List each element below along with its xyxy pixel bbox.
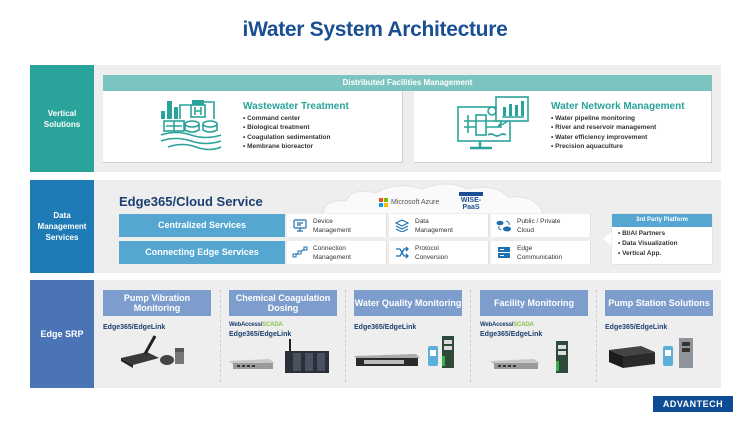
software-label: Edge365/EdgeLink xyxy=(103,324,166,331)
edge-computer-and-io-module-icon xyxy=(229,339,329,373)
cell-line: Communication xyxy=(517,253,563,261)
list-item: • Membrane bioreactor xyxy=(243,142,314,150)
wise-paas-label: WISE-PaaS xyxy=(460,197,482,211)
water-network-title: Water Network Management xyxy=(551,101,685,112)
third-party-platform-title: 3rd Party Platform xyxy=(612,214,712,227)
cell-line: Management xyxy=(415,226,453,234)
azure-label: Microsoft Azure xyxy=(391,199,440,206)
scada-text: SCADA xyxy=(262,322,283,328)
cell-line: Cloud xyxy=(517,226,534,234)
edge-column-water-quality: Water Quality Monitoring Edge365/EdgeLin… xyxy=(354,290,462,377)
edge-column-title: Facility Monitoring xyxy=(480,290,588,316)
gateway-and-sensor-devices-icon xyxy=(121,335,184,368)
water-network-card: Water Network Management • Water pipelin… xyxy=(414,91,712,163)
cell-line: Data xyxy=(415,217,429,225)
edge-column-pump-station: Pump Station Solutions Edge365/EdgeLink xyxy=(605,290,713,377)
fanless-pc-and-io-devices-icon xyxy=(609,338,693,368)
cell-line: Conversion xyxy=(415,253,448,261)
cloud-sync-icon xyxy=(496,220,511,232)
cell-line: Management xyxy=(313,253,351,261)
edge-column-title: Chemical Coagulation Dosing xyxy=(229,290,337,316)
webaccess-text: WebAccess/ xyxy=(229,322,263,328)
software-label: Edge365/EdgeLink xyxy=(229,331,292,338)
webaccess-text: WebAccess/ xyxy=(480,322,514,328)
microsoft-logo-icon xyxy=(379,198,388,207)
monitor-pipeline-chart-icon xyxy=(457,96,529,150)
list-item: • River and reservoir management xyxy=(551,124,657,132)
list-item: • Vertical App. xyxy=(618,250,662,257)
band-label-vertical: Vertical Solutions xyxy=(30,65,94,172)
distributed-facilities-strip: Distributed Facilities Management xyxy=(103,75,712,91)
callout-pointer xyxy=(603,230,614,248)
software-label: Edge365/EdgeLink xyxy=(480,331,543,338)
cloud-shape xyxy=(322,183,544,214)
cell-line: Management xyxy=(313,226,351,234)
list-item: • Biological treatment xyxy=(243,124,310,132)
list-item: • Data Visualization xyxy=(618,240,678,247)
column-divider xyxy=(596,290,597,382)
list-item: • Command center xyxy=(243,115,301,122)
band-label-data-management: Data Management Services xyxy=(30,180,94,273)
wastewater-card: Wastewater Treatment • Command center • … xyxy=(103,91,403,163)
webaccess-scada-label: WebAccess/SCADA xyxy=(480,321,588,330)
edge-column-chemical-coagulation: Chemical Coagulation Dosing WebAccess/SC… xyxy=(229,290,337,380)
advantech-logo: ADVANTECH xyxy=(653,396,733,412)
list-item: • Water pipeline monitoring xyxy=(551,115,636,122)
column-divider xyxy=(470,290,471,382)
network-nodes-icon xyxy=(292,246,308,258)
edge-column-pump-vibration: Pump Vibration Monitoring Edge365/EdgeLi… xyxy=(103,290,211,377)
wastewater-plant-icon xyxy=(160,100,222,151)
monitor-icon xyxy=(293,219,307,232)
cell-line: Connection xyxy=(313,244,346,252)
page-title: iWater System Architecture xyxy=(242,18,508,41)
column-divider xyxy=(220,290,221,382)
connecting-edge-services-bar: Connecting Edge Services xyxy=(119,241,285,264)
wastewater-title: Wastewater Treatment xyxy=(243,101,349,112)
server-and-io-devices-icon xyxy=(354,336,454,368)
list-item: • Water efficiency improvement xyxy=(551,133,648,141)
cell-line: Public / Private xyxy=(517,217,561,225)
edge-column-title: Pump Station Solutions xyxy=(605,290,713,316)
shuffle-arrows-icon xyxy=(396,246,409,259)
centralized-services-bar: Centralized Services xyxy=(119,214,285,237)
edge-column-title: Pump Vibration Monitoring xyxy=(103,290,211,316)
band-label-edge-srp: Edge SRP xyxy=(30,280,94,388)
layers-icon xyxy=(395,219,409,232)
microsoft-azure-logo: Microsoft Azure xyxy=(379,198,439,207)
column-divider xyxy=(345,290,346,382)
software-label: Edge365/EdgeLink xyxy=(354,324,417,331)
wise-paas-logo: WISE-PaaS xyxy=(454,192,488,211)
server-icon xyxy=(498,247,510,258)
list-item: • Precision aquaculture xyxy=(551,142,623,150)
edge-column-title: Water Quality Monitoring xyxy=(354,290,462,316)
edge-column-facility-monitoring: Facility Monitoring WebAccess/SCADA Edge… xyxy=(480,290,588,380)
webaccess-scada-label: WebAccess/SCADA xyxy=(229,321,337,330)
list-item: • Coagulation sedimentation xyxy=(243,133,331,141)
third-party-platform-box: 3rd Party Platform • BI/AI Partners • Da… xyxy=(612,214,712,264)
cell-line: Edge xyxy=(517,244,533,252)
cell-line: Protocol xyxy=(415,244,439,252)
edge-computer-and-gateway-icon xyxy=(490,341,568,373)
scada-text: SCADA xyxy=(513,322,534,328)
list-item: • BI/AI Partners xyxy=(618,230,666,237)
software-label: Edge365/EdgeLink xyxy=(605,324,668,331)
cell-line: Device xyxy=(313,217,333,225)
cloud-service-title: Edge365/Cloud Service xyxy=(119,194,263,209)
